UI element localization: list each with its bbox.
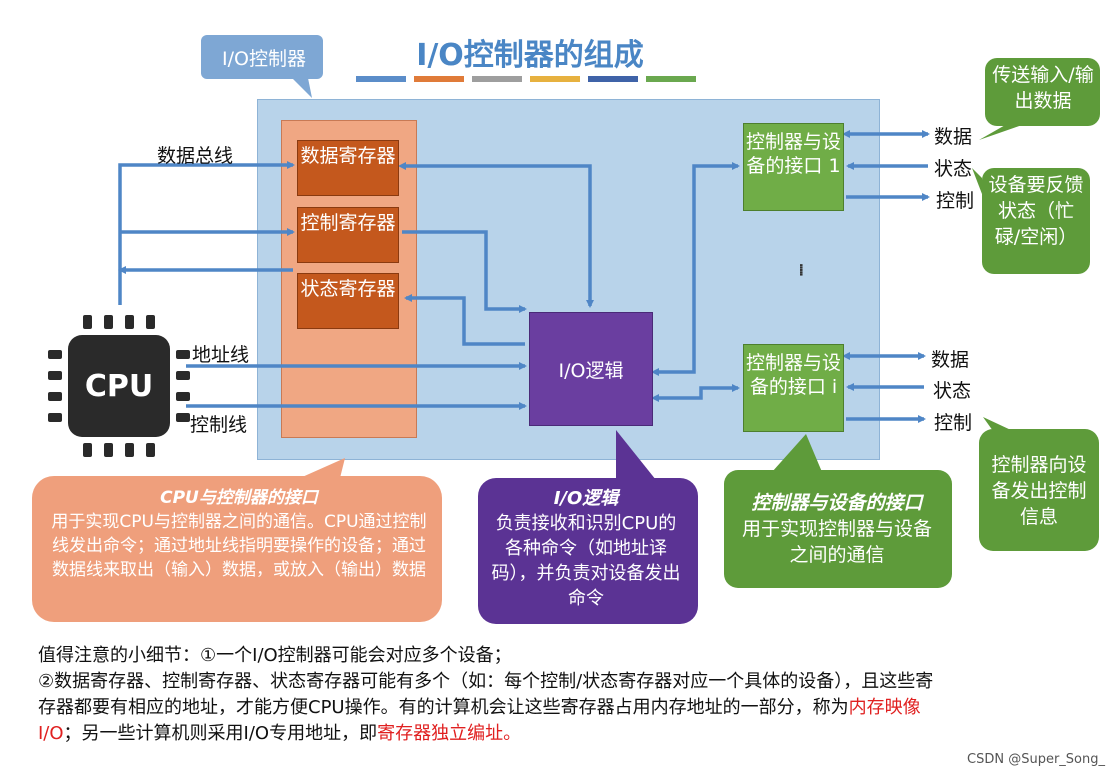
device-interface-callout-body: 用于实现控制器与设备之间的通信 <box>741 518 932 566</box>
signal-status-1: 状态 <box>934 158 973 180</box>
note-line-1: 值得注意的小细节：①一个I/O控制器可能会对应多个设备； <box>38 645 512 666</box>
io-logic-block: I/O逻辑 <box>529 312 653 426</box>
transfer-data-callout-shape <box>979 58 1100 140</box>
device-interface-1: 控制器与设备的接口 1 <box>743 123 844 211</box>
device-interface-i: 控制器与设备的接口 i <box>743 344 844 432</box>
control-register: 控制寄存器 <box>297 207 399 263</box>
control-info-callout-shape <box>979 417 1099 551</box>
feedback-status-callout: 设备要反馈状态（忙碌/空闲） <box>988 174 1084 248</box>
signal-data-1: 数据 <box>934 126 973 148</box>
highlight-memory-mapped-io: 内存映像I/O <box>38 697 921 744</box>
io-controller-tag: I/O控制器 <box>222 48 306 70</box>
io-controller-tag-shape <box>201 35 323 98</box>
device-interface-callout-shape <box>724 434 952 588</box>
color-bar-3 <box>472 76 522 82</box>
feedback-status-callout-shape <box>972 168 1090 274</box>
signal-control-1: 控制 <box>936 190 975 212</box>
signal-control-i: 控制 <box>934 412 973 434</box>
control-line-label: 控制线 <box>190 414 248 436</box>
io-logic-callout-shape <box>478 430 698 624</box>
io-logic-callout: I/O逻辑 负责接收和识别CPU的各种命令（如地址译码），并负责对设备发出命令 <box>488 486 684 611</box>
transfer-data-callout: 传送输入/输出数据 <box>992 64 1094 112</box>
cpu-interface-callout-title: CPU与控制器的接口 <box>160 488 318 508</box>
cpu-label: CPU <box>68 335 170 437</box>
ellipsis-vertical-icon: ····· <box>789 262 813 274</box>
color-bar-6 <box>646 76 696 82</box>
signal-data-i: 数据 <box>931 349 970 371</box>
color-bar-1 <box>356 76 406 82</box>
color-bar-5 <box>588 76 638 82</box>
cpu-chip-icon <box>48 315 190 457</box>
credit-watermark: CSDN @Super_Song_ <box>967 752 1105 767</box>
color-bar-2 <box>414 76 464 82</box>
data-register: 数据寄存器 <box>297 140 399 196</box>
control-info-callout: 控制器向设备发出控制信息 <box>991 454 1087 528</box>
cpu-interface-callout-shape <box>32 458 442 622</box>
page-title: I/O控制器的组成 <box>416 38 644 73</box>
io-logic-callout-title: I/O逻辑 <box>553 488 619 509</box>
device-interface-callout: 控制器与设备的接口 用于实现控制器与设备之间的通信 <box>736 490 938 568</box>
color-bar-4 <box>530 76 580 82</box>
highlight-independent-addressing: 寄存器独立编址 <box>377 723 504 744</box>
signal-status-i: 状态 <box>933 380 972 402</box>
data-bus-label: 数据总线 <box>157 145 234 167</box>
note-line-2: ②数据寄存器、控制寄存器、状态寄存器可能有多个（如：每个控制/状态寄存器对应一个… <box>38 671 934 744</box>
cpu-interface-callout: CPU与控制器的接口 用于实现CPU与控制器之间的通信。CPU通过控制线发出命令… <box>48 486 430 582</box>
status-register: 状态寄存器 <box>297 273 399 329</box>
cpu-interface-callout-body: 用于实现CPU与控制器之间的通信。CPU通过控制线发出命令；通过地址线指明要操作… <box>51 512 427 580</box>
io-logic-callout-body: 负责接收和识别CPU的各种命令（如地址译码），并负责对设备发出命令 <box>491 513 681 609</box>
device-interface-callout-title: 控制器与设备的接口 <box>751 492 923 514</box>
note-text: 值得注意的小细节：①一个I/O控制器可能会对应多个设备； ②数据寄存器、控制寄存… <box>38 643 948 747</box>
address-line-label: 地址线 <box>192 344 250 366</box>
